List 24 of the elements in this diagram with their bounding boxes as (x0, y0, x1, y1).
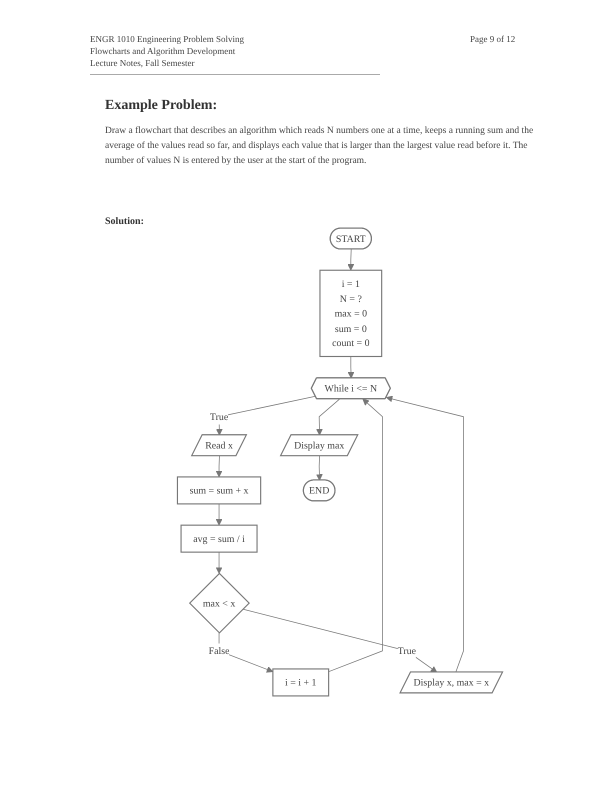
edge-label: False (208, 644, 230, 658)
loop-hexagon: While i <= N (310, 377, 391, 400)
process-box: i = i + 1 (272, 668, 330, 696)
process-box: avg = sum / i (180, 524, 258, 553)
header-text: Flowcharts and Algorithm Development (90, 46, 236, 57)
io-parallelogram: Read x (190, 434, 248, 456)
terminal-box: START (330, 228, 372, 250)
header-text: ENGR 1010 Engineering Problem Solving (90, 34, 244, 45)
process-box: i = 1 N = ? max = 0 sum = 0 count = 0 (319, 270, 382, 358)
section-heading: Solution: (105, 216, 144, 227)
problem-paragraph: Draw a flowchart that describes an algorithm which reads N numbers one at a time, keeps a running sum and the average of the values read so far, and displays each value that is larger than the largest value read before it. The number of values N is entered by the user at the start of the program. (105, 125, 534, 168)
terminal-box: END (302, 479, 336, 502)
node-label: max = 0 (334, 307, 368, 319)
decision-diamond: max < x (188, 572, 250, 634)
node-label: N = ? (340, 292, 362, 304)
io-parallelogram: Display x, max = x (399, 671, 504, 694)
io-parallelogram: Display max (280, 434, 359, 456)
process-box: sum = sum + x (176, 476, 262, 504)
page-number: Page 9 of 12 (470, 34, 516, 45)
node-label: i = 1 (342, 278, 360, 290)
heading: Example Problem: (105, 98, 218, 114)
header-text: Lecture Notes, Fall Semester (90, 58, 194, 69)
node-label: sum = 0 (334, 322, 367, 334)
node-label: count = 0 (332, 337, 370, 349)
